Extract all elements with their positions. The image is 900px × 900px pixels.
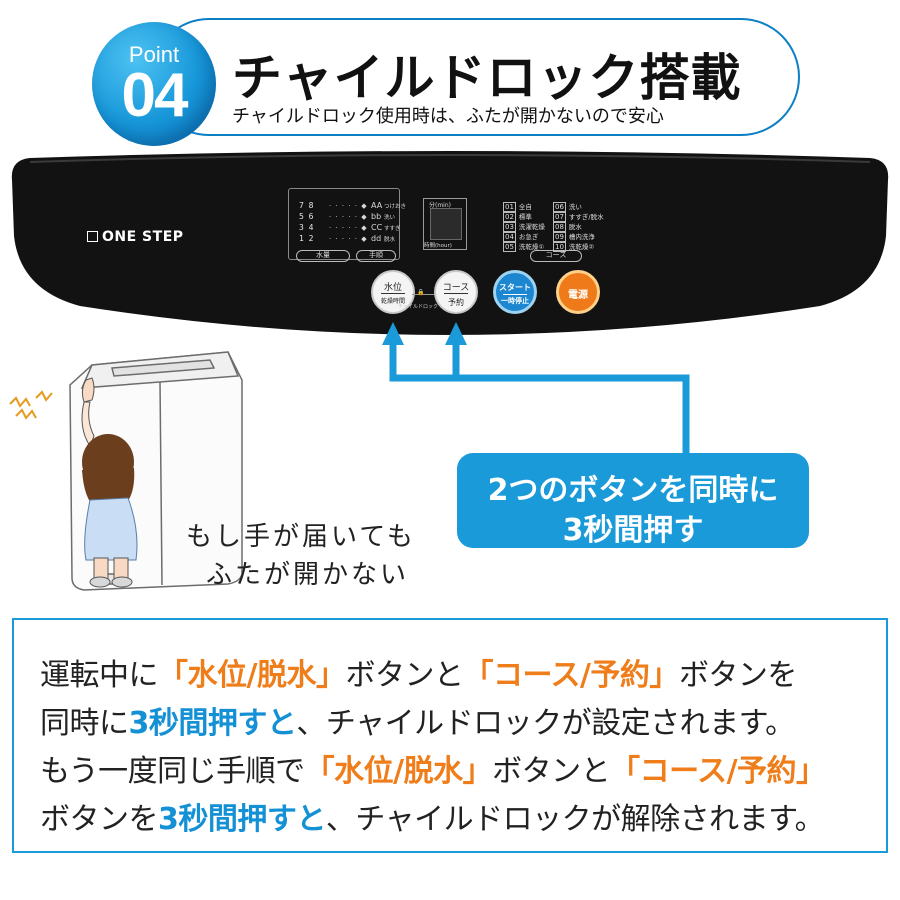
water-level-row: 3 4: [299, 223, 314, 232]
course-section-label: コース: [530, 250, 582, 262]
description-line2: 同時に3秒間押すと、チャイルドロックが設定されます。: [40, 706, 795, 741]
arrow-up-water-button: [382, 322, 404, 345]
water-level-button[interactable]: 水位 乾燥時間: [371, 270, 415, 314]
time-display: [423, 198, 467, 250]
title-banner: [150, 18, 800, 136]
display-hour-label: 時間(hour): [424, 243, 452, 249]
step-label: 脱水: [384, 237, 396, 243]
step-code: bb: [371, 212, 382, 221]
description-line4: ボタンを3秒間押すと、チャイルドロックが解除されます。: [40, 802, 825, 837]
display-min-label: 分(min): [429, 202, 451, 209]
power-button[interactable]: 電源: [556, 270, 600, 314]
water-level-row: 7 8: [299, 201, 314, 210]
child-figure: [81, 377, 138, 588]
callout-line1: 2つのボタンを同時に: [487, 473, 779, 508]
step-code: CC: [371, 223, 383, 232]
point-badge: Point 04: [92, 22, 216, 146]
illustration-note-line1: もし手が届いても: [186, 522, 416, 552]
step-label: すすぎ: [384, 226, 401, 232]
description-line3: もう一度同じ手順で「水位/脱水」ボタンと「コース/予約」: [40, 754, 826, 789]
shake-marks: [9, 390, 53, 420]
step-label: つけおき: [384, 204, 407, 210]
child-lock-connector: [412, 286, 438, 295]
brand-logo: ONE STEP: [87, 229, 184, 245]
arrow-up-course-button: [445, 322, 467, 345]
callout-line2: 3秒間押す: [562, 513, 704, 548]
water-level-row: 1 2: [299, 234, 314, 243]
page-subtitle: チャイルドロック使用時は、ふたが開かないので安心: [232, 106, 664, 127]
water-amount-label: 水量: [296, 250, 350, 262]
illustration-note-line2: ふたが開かない: [206, 560, 410, 590]
step-code: AA: [371, 201, 383, 210]
step-code: dd: [371, 234, 382, 243]
water-level-row: 5 6: [299, 212, 314, 221]
lock-icon: 🔒: [417, 289, 425, 296]
course-reserve-button[interactable]: コース 予約: [434, 270, 478, 314]
description-box: 運転中に「水位/脱水」ボタンと「コース/予約」ボタンを 同時に3秒間押すと、チャ…: [12, 618, 888, 853]
start-pause-button[interactable]: スタート 一時停止: [493, 270, 537, 314]
page-title: チャイルドロック搭載: [232, 49, 742, 107]
description-line1: 運転中に「水位/脱水」ボタンと「コース/予約」ボタンを: [40, 658, 797, 693]
time-display-screen: [430, 208, 462, 240]
brand-icon: [87, 231, 98, 242]
step-label: 洗い: [384, 215, 396, 221]
instruction-callout: 2つのボタンを同時に 3秒間押す: [457, 453, 809, 548]
point-number: 04: [121, 61, 189, 130]
control-panel: [11, 151, 889, 335]
child-lock-label: チャイルドロック: [398, 304, 438, 310]
step-section-label: 手順: [356, 250, 396, 262]
point-label: Point: [128, 42, 180, 67]
